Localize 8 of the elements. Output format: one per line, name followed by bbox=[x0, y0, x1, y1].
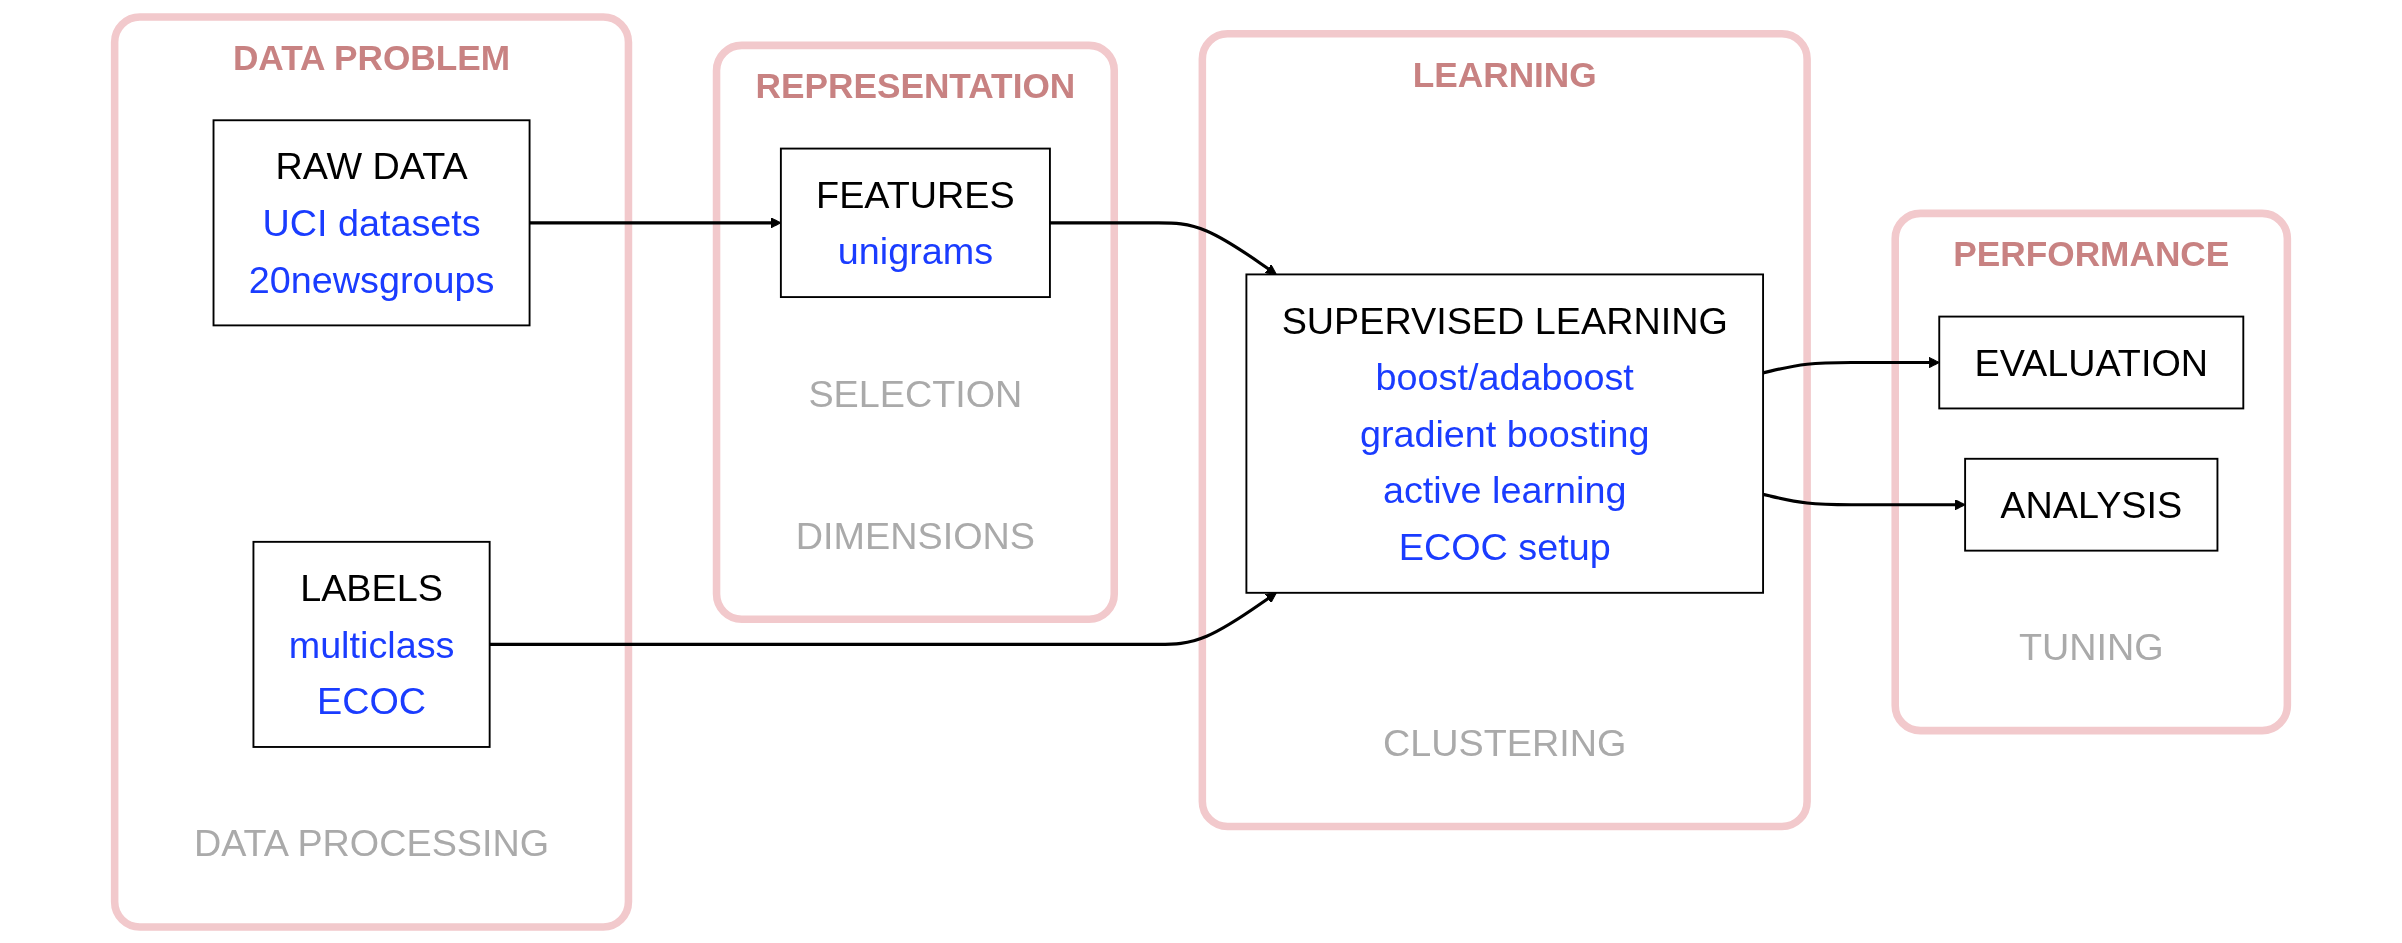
node-box: LABELS multiclass ECOC bbox=[252, 540, 491, 748]
node-box: EVALUATION bbox=[1938, 315, 2245, 409]
node-box: RAW DATA UCI datasets 20newsgroups bbox=[212, 118, 531, 326]
arrow bbox=[489, 591, 1277, 646]
node-box: FEATURES unigrams bbox=[779, 147, 1051, 298]
node-box: ANALYSIS bbox=[1964, 457, 2219, 552]
arrow bbox=[1049, 220, 1277, 275]
node-box: SUPERVISED LEARNING boost/adaboost gradient boosting active learning ECOC setup bbox=[1245, 272, 1764, 594]
